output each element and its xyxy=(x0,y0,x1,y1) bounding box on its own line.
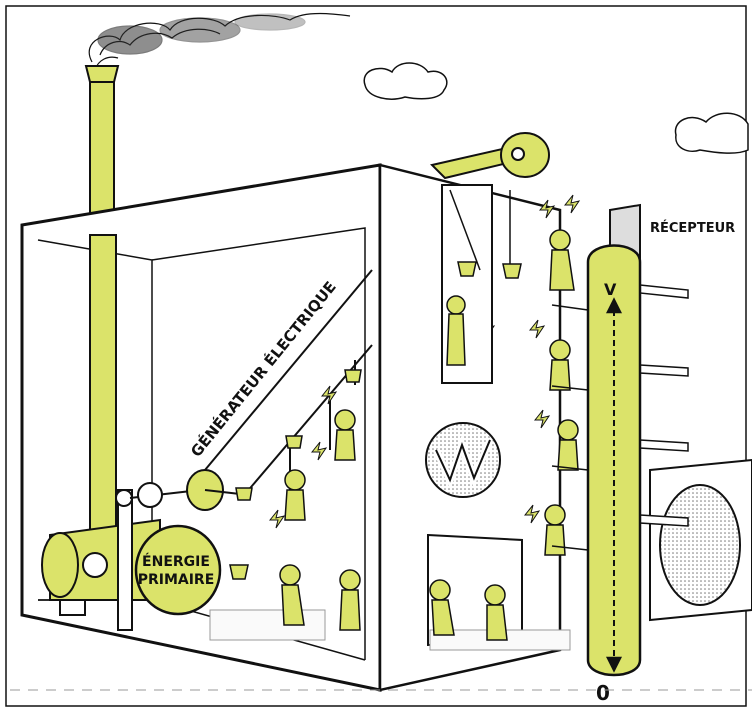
inner-chimney xyxy=(90,235,116,535)
primary-energy-label-1: ÉNERGIE xyxy=(142,553,210,570)
voltage-bottom-label: 0 xyxy=(596,681,610,705)
primary-energy-drum: ÉNERGIE PRIMAIRE xyxy=(136,526,220,614)
cloud-icon xyxy=(364,63,748,153)
receiver-label: RÉCEPTEUR xyxy=(650,220,735,236)
logo-w-icon xyxy=(426,423,500,497)
primary-energy-label-2: PRIMAIRE xyxy=(138,572,215,588)
voltage-top-label: V xyxy=(604,280,617,299)
smoke-icon xyxy=(89,14,350,71)
chimney-icon xyxy=(86,66,118,217)
